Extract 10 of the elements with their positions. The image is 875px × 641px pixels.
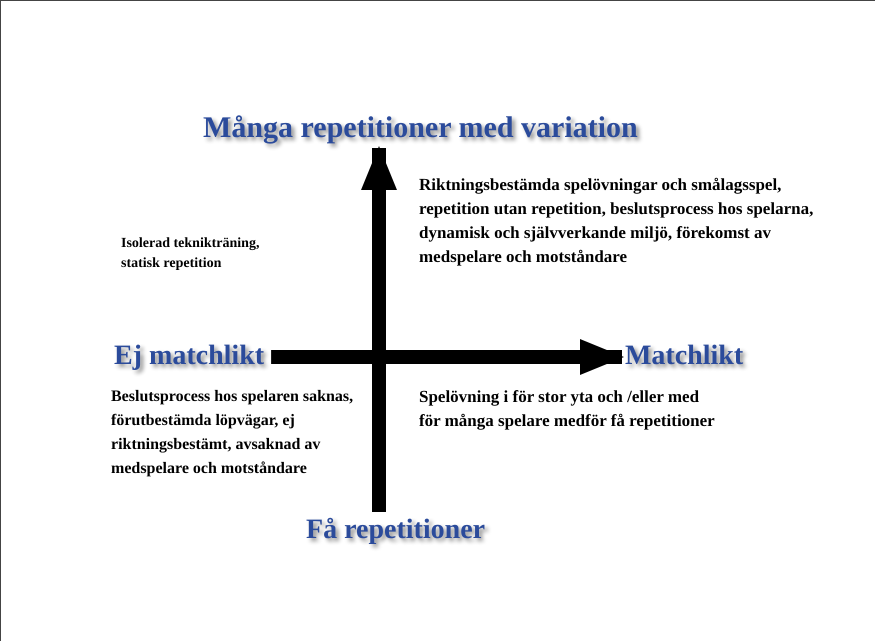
axis-label: Många repetitioner med variation — [203, 111, 638, 145]
axis-label: Matchlikt — [625, 339, 744, 373]
arrow — [361, 146, 397, 512]
axis-label: Få repetitioner — [306, 513, 486, 547]
quadrant-text: Beslutsprocess hos spelaren saknas, förutbestämda löpvägar, ej riktningsbestämt, avsaknad av medspelare och motståndare — [111, 387, 354, 479]
quadrant-text: Spelövning i för stor yta och /eller med för många spelare medför få repetitioner — [419, 386, 716, 432]
quadrant-text: Riktningsbestämda spelövningar och smålagsspel, repetition utan repetition, beslutsprocess hos spelarna, dynamisk och självverkande miljö, förekomst av medspelare och motståndare — [419, 174, 814, 268]
quadrant-text: Isolerad teknikträning, statisk repetition — [121, 235, 260, 273]
arrow — [271, 339, 624, 375]
axis-label: Ej matchlikt — [114, 339, 264, 373]
